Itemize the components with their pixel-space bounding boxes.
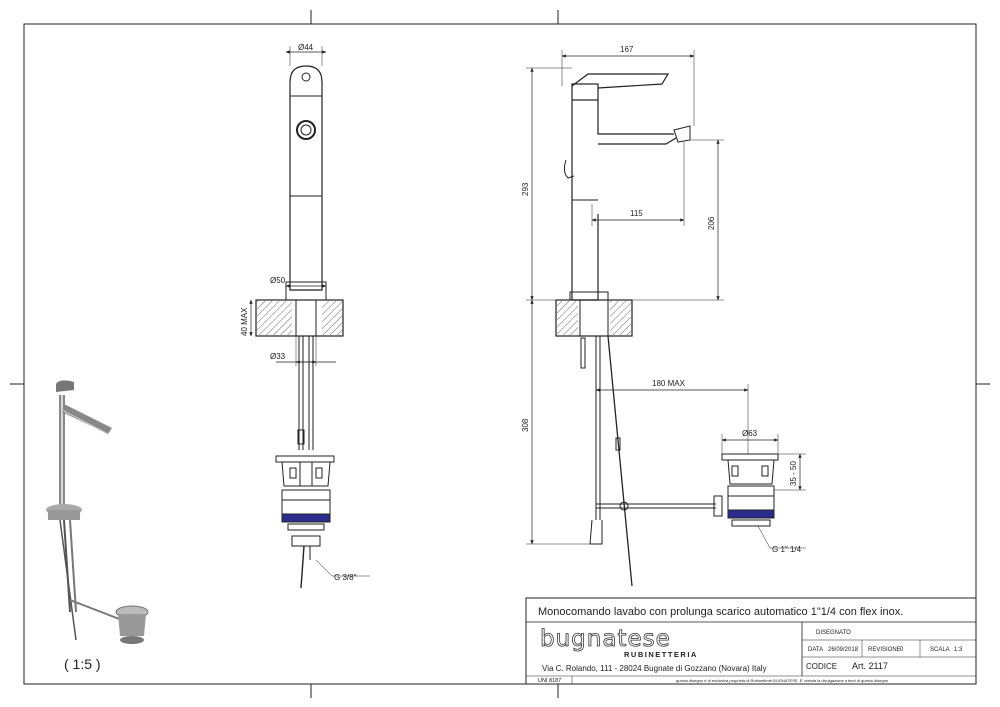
dim-deck-thickness: 40 MAX [240, 307, 249, 336]
company-address: Via C. Rolando, 111 - 28024 Bugnate di G… [542, 664, 767, 673]
standard-reference: UNI 8187 [538, 678, 561, 684]
scala-value: 1:3 [954, 647, 963, 653]
title-block: Monocomando lavabo con prolunga scarico … [525, 597, 977, 685]
dim-height: 293 [521, 182, 530, 196]
dim-spout-reach: 115 [630, 209, 643, 218]
brand-logo: bugnatese RUBINETTERIA [540, 626, 698, 659]
brand-logo-text: bugnatese [540, 626, 671, 652]
side-view [555, 73, 779, 587]
dim-spout-height: 206 [707, 216, 716, 230]
data-value: 26/09/2018 [828, 647, 859, 653]
dim-waste-range: 35 - 50 [789, 461, 798, 486]
dim-rod-reach: 180 MAX [652, 379, 686, 388]
title-block-description: Monocomando lavabo con prolunga scarico … [538, 606, 903, 618]
dim-below-deck: 308 [521, 418, 530, 432]
front-view [255, 65, 344, 589]
dim-deck-diameter: Ø50 [270, 276, 286, 285]
side-view-dimensions: 167 293 115 206 308 180 MAX Ø63 35 - 50 … [521, 45, 806, 554]
brand-logo-subtitle: RUBINETTERIA [624, 650, 698, 659]
dim-waste-diameter: Ø63 [742, 429, 758, 438]
sheet-frame [10, 10, 990, 698]
dim-connection-thread: G 3/8" [334, 573, 357, 582]
revisione-value: 0 [900, 647, 904, 653]
product-preview-render: ( 1:5 ) [46, 380, 149, 672]
codice-label: CODICE [806, 662, 837, 671]
data-label: DATA [808, 647, 823, 653]
codice-value: Art. 2117 [852, 661, 888, 671]
dim-waste-thread: G 1" 1/4 [772, 545, 802, 554]
front-view-dimensions: Ø44 Ø50 40 MAX Ø33 G 3/8" [240, 43, 370, 582]
dim-reach: 167 [620, 45, 634, 54]
preview-scale-label: ( 1:5 ) [64, 656, 101, 672]
ownership-disclaimer: questo disegno è di esclusiva proprietà … [676, 678, 889, 683]
dim-hole-diameter: Ø33 [270, 352, 286, 361]
disegnato-label: DISEGNATO [816, 630, 851, 636]
scala-label: SCALA [930, 647, 950, 653]
dim-top-diameter: Ø44 [298, 43, 314, 52]
revisione-label: REVISIONE [868, 647, 901, 653]
